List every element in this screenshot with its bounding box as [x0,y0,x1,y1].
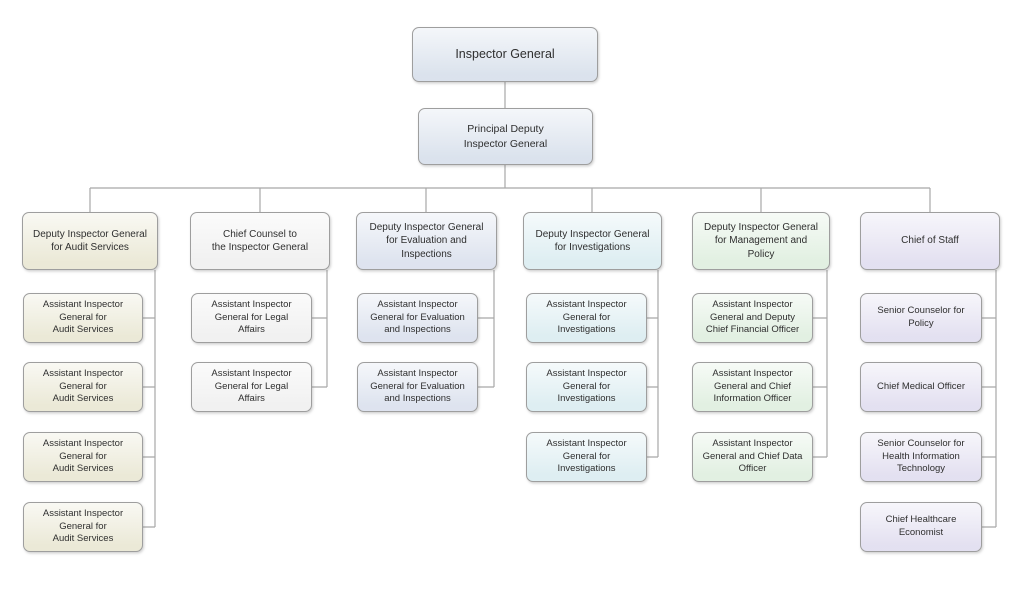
wire-management-and-policy [813,270,828,458]
node-assistant-ig-deputy-cfo: Assistant Inspector General and Deputy C… [692,293,813,343]
node-assistant-ig-investigations-2: Assistant Inspector General for Investig… [526,362,647,412]
node-assistant-ig-audit-2: Assistant Inspector General for Audit Se… [23,362,143,412]
wire-chief-of-staff [982,270,997,528]
node-assistant-ig-evaluation-2: Assistant Inspector General for Evaluati… [357,362,478,412]
node-chief-healthcare-economist: Chief Healthcare Economist [860,502,982,552]
node-chief-medical-officer: Chief Medical Officer [860,362,982,412]
wire-evaluation-and-inspections [478,270,495,388]
node-assistant-ig-legal-2: Assistant Inspector General for Legal Af… [191,362,312,412]
node-deputy-ig-investigations: Deputy Inspector General for Investigati… [523,212,662,270]
node-inspector-general: Inspector General [412,27,598,82]
wire-audit-services [143,270,156,528]
node-chief-of-staff: Chief of Staff [860,212,1000,270]
node-deputy-ig-audit-services: Deputy Inspector General for Audit Servi… [22,212,158,270]
node-assistant-ig-audit-1: Assistant Inspector General for Audit Se… [23,293,143,343]
node-senior-counselor-policy: Senior Counselor for Policy [860,293,982,343]
node-assistant-ig-investigations-1: Assistant Inspector General for Investig… [526,293,647,343]
node-senior-counselor-health-it: Senior Counselor for Health Information … [860,432,982,482]
node-assistant-ig-audit-3: Assistant Inspector General for Audit Se… [23,432,143,482]
node-principal-deputy-inspector-general: Principal Deputy Inspector General [418,108,593,165]
node-deputy-ig-management-policy: Deputy Inspector General for Management … [692,212,830,270]
node-assistant-ig-legal-1: Assistant Inspector General for Legal Af… [191,293,312,343]
node-assistant-ig-cdo: Assistant Inspector General and Chief Da… [692,432,813,482]
node-assistant-ig-evaluation-1: Assistant Inspector General for Evaluati… [357,293,478,343]
node-deputy-ig-evaluation: Deputy Inspector General for Evaluation … [356,212,497,270]
node-assistant-ig-investigations-3: Assistant Inspector General for Investig… [526,432,647,482]
node-assistant-ig-cio: Assistant Inspector General and Chief In… [692,362,813,412]
node-chief-counsel: Chief Counsel to the Inspector General [190,212,330,270]
wire-investigations [647,270,659,458]
node-assistant-ig-audit-4: Assistant Inspector General for Audit Se… [23,502,143,552]
wire-chief-counsel [312,270,328,388]
